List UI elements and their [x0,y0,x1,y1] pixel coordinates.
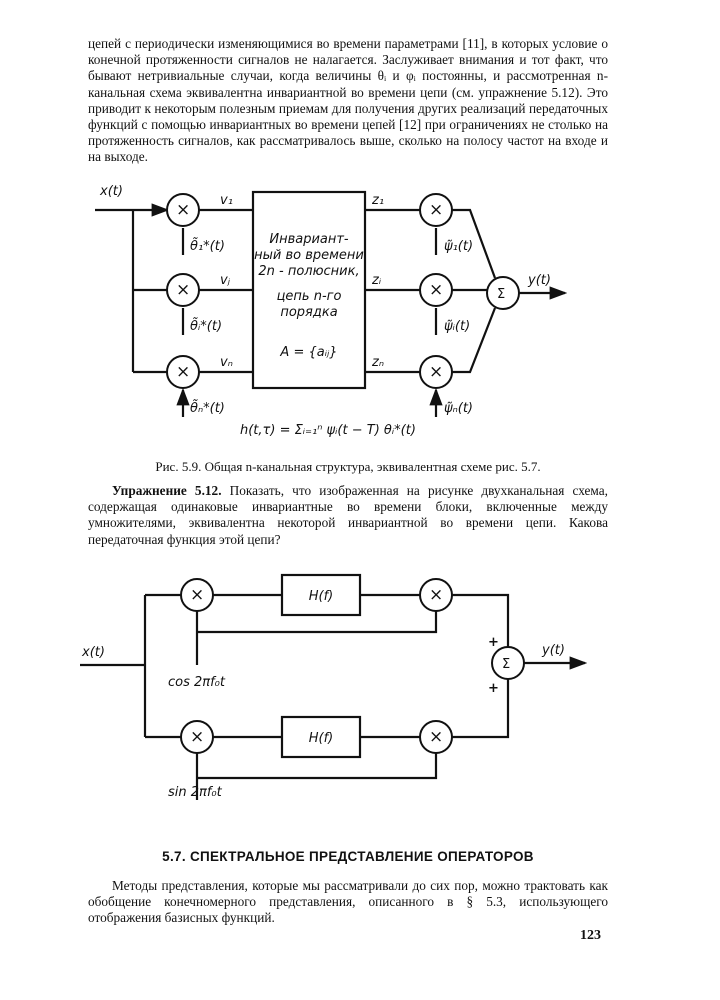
sin-reference-label: sin 2πf₀t [168,785,223,800]
sum-symbol: Σ [497,287,505,302]
multiply-symbol: × [190,585,204,605]
filter-block-lower [280,715,362,759]
box-text: Инвариант- [269,232,349,247]
z1-label: z₁ [371,193,384,208]
output-label: y(t) [541,643,565,658]
multiply-symbol: × [429,280,443,300]
v1-label: v₁ [220,193,233,208]
multiply-symbol: × [176,362,190,382]
box-text: ный во времени [254,248,364,263]
exercise-paragraph: Упражнение 5.12. Показать, что изображен… [88,483,608,548]
multiply-symbol: × [190,727,204,747]
zn-label: zₙ [371,355,384,370]
final-paragraph: Методы представления, которые мы рассмат… [88,878,608,926]
psi-i-label: ψ̃ᵢ(t) [444,319,470,334]
filter-label: H(f) [309,731,334,746]
filter-block-upper [280,573,362,617]
multiply-symbol: × [429,200,443,220]
input-label: x(t) [81,645,105,660]
section-heading: 5.7. СПЕКТРАЛЬНОЕ ПРЕДСТАВЛЕНИЕ ОПЕРАТОР… [162,849,534,864]
figure-2-block-diagram: x(t) × × H(f) H(f) × × cos 2πf₀t sin 2πf… [80,573,588,800]
theta-n-label: θ̃ₙ*(t) [190,400,225,416]
box-text: порядка [280,305,337,320]
multiply-symbol: × [176,200,190,220]
theta-1-label: θ̃₁*(t) [190,238,225,254]
box-text: 2n - полюсник, [258,264,359,279]
vj-label: vⱼ [220,273,231,288]
box-text: цепь n-го [277,289,342,304]
multiply-symbol: × [429,727,443,747]
figure-caption: Рис. 5.9. Общая n-канальная структура, э… [155,459,541,474]
plus-sign: + [488,635,499,650]
input-label: x(t) [99,184,123,199]
plus-sign: + [488,681,499,696]
psi-n-label: ψ̃ₙ(t) [444,401,473,416]
zi-label: zᵢ [371,273,382,288]
filter-label: H(f) [309,589,334,604]
intro-paragraph: цепей с периодически изменяющимися во вр… [88,36,608,165]
box-text: A = {aᵢⱼ} [279,345,337,360]
multiply-symbol: × [176,280,190,300]
figure-1-block-diagram: x(t) × × × θ̃₁*(t) θ̃ᵢ*(t) θ̃ₙ*(t) v₁ vⱼ… [95,184,568,438]
psi-1-label: ψ̃₁(t) [444,239,473,254]
sum-symbol: Σ [502,657,510,672]
impulse-response-formula: h(t,τ) = Σᵢ₌₁ⁿ ψᵢ(t − T) θᵢ*(t) [240,423,416,438]
output-label: y(t) [527,273,551,288]
cos-reference-label: cos 2πf₀t [168,675,226,690]
exercise-label: Упражнение 5.12. [112,483,222,498]
theta-i-label: θ̃ᵢ*(t) [190,318,222,334]
vn-label: vₙ [220,355,233,370]
page-number: 123 [580,928,601,943]
multiply-symbol: × [429,585,443,605]
exercise-text: Показать, что изображенная на рисунке дв… [88,483,608,547]
multiply-symbol: × [429,362,443,382]
